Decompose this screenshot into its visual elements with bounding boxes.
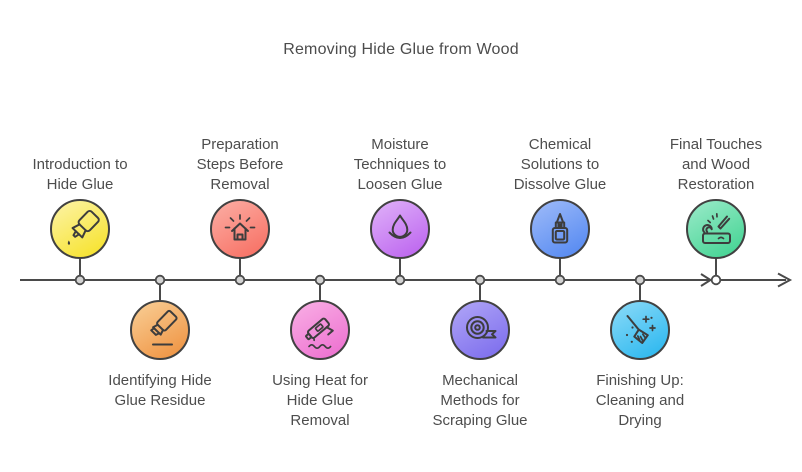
timeline-dot [634,274,646,286]
node-label: Chemical Solutions to Dissolve Glue [513,136,607,193]
timeline-dot [154,274,166,286]
end-arrowhead-icon [777,272,793,288]
node-label: Finishing Up: Cleaning and Drying [595,372,685,429]
timeline-dot [474,274,486,286]
node-circle-moisture [370,199,430,259]
heat-gun-icon [305,317,334,350]
mid-arrowhead-icon [700,273,713,287]
timeline-dot-end [710,274,722,286]
highlighter-icon [150,309,178,346]
node-label: Final Touches and Wood Restoration [669,136,763,193]
tape-roll-icon [466,316,497,339]
node-label: Using Heat for Hide Glue Removal [272,372,368,429]
broom-icon [625,315,656,344]
timeline-dot [394,274,406,286]
node-label: Moisture Techniques to Loosen Glue [353,136,447,193]
wood-carving-icon [702,212,731,244]
node-circle-introduction [50,199,110,259]
node-circle-heat [290,300,350,360]
glue-bottle-tilted-icon [67,209,100,245]
node-circle-chemical [530,199,590,259]
node-circle-mechanical [450,300,510,360]
water-drop-icon [388,214,412,239]
node-circle-finishing [610,300,670,360]
timeline-dot [234,274,246,286]
glowing-house-icon [224,214,256,241]
node-label: Mechanical Methods for Scraping Glue [432,372,528,429]
node-label: Preparation Steps Before Removal [196,136,284,193]
node-label: Introduction to Hide Glue [32,156,128,193]
node-circle-identifying [130,300,190,360]
node-circle-preparation [210,199,270,259]
node-label: Identifying Hide Glue Residue [108,372,212,409]
page-title: Removing Hide Glue from Wood [283,41,519,58]
timeline-dot [554,274,566,286]
glue-bottle-icon [551,213,569,244]
timeline-dot [74,274,86,286]
timeline-dot [314,274,326,286]
node-circle-final-touches [686,199,746,259]
